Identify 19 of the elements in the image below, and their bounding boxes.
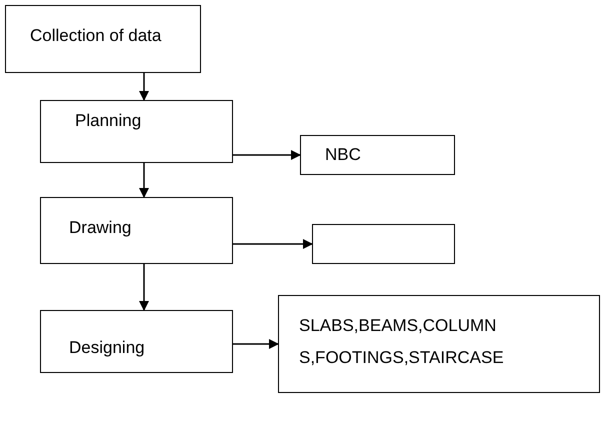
box-label: Drawing — [69, 218, 132, 238]
arrow — [139, 163, 149, 198]
arrow — [139, 264, 149, 311]
process-box — [40, 310, 233, 373]
reference-box — [312, 224, 455, 264]
arrow — [233, 150, 301, 160]
box-label: Designing — [69, 338, 145, 358]
box-label: Collection of data — [30, 26, 162, 46]
component-list-box — [278, 295, 600, 393]
box-label: NBC — [325, 145, 361, 165]
box-label: SLABS,BEAMS,COLUMN S,FOOTINGS,STAIRCASE — [299, 315, 505, 369]
arrow — [139, 73, 149, 101]
box-label: Planning — [75, 111, 142, 131]
process-box — [5, 5, 201, 73]
arrow — [233, 339, 279, 349]
arrow — [233, 239, 313, 249]
process-box — [40, 197, 233, 264]
process-box — [40, 100, 233, 163]
reference-box — [300, 135, 455, 175]
